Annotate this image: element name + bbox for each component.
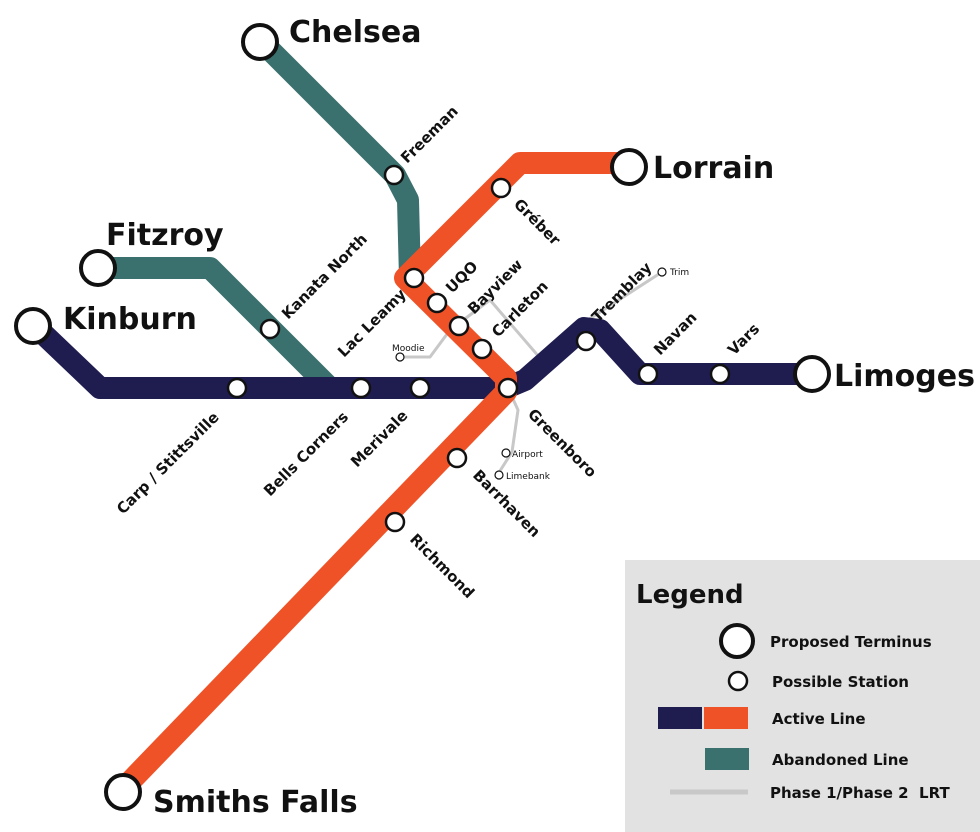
- terminus-fitzroy[interactable]: [79, 249, 117, 287]
- legend: Legend Proposed Terminus Possible Statio…: [625, 560, 980, 832]
- terminus-smiths-falls[interactable]: [104, 773, 142, 811]
- station-label-greber: Gréber: [510, 195, 564, 249]
- terminus-markers: [14, 23, 831, 811]
- abandoned-lines: [100, 34, 421, 396]
- station-carp-stittsville[interactable]: [226, 377, 248, 399]
- station-kanata-north[interactable]: [259, 318, 281, 340]
- station-barrhaven[interactable]: [446, 447, 468, 469]
- station-label-carp-stittsville: Carp / Stittsville: [113, 408, 223, 518]
- terminus-label-chelsea: Chelsea: [289, 15, 421, 50]
- station-label-uqo: UQO: [442, 257, 481, 296]
- terminus-kinburn[interactable]: [14, 307, 52, 345]
- lrt-station-moodie[interactable]: [395, 352, 405, 362]
- legend-label-proposed-terminus: Proposed Terminus: [770, 633, 932, 651]
- station-navan[interactable]: [637, 363, 659, 385]
- station-label-navan: Navan: [650, 308, 700, 358]
- terminus-label-lorrain: Lorrain: [653, 151, 774, 186]
- terminus-label-smiths-falls: Smiths Falls: [153, 785, 358, 820]
- station-vars[interactable]: [709, 363, 731, 385]
- legend-active-line-blue-swatch: [658, 707, 702, 729]
- legend-label-possible-station: Possible Station: [772, 673, 909, 691]
- lrt-label-trim: Trim: [669, 268, 689, 278]
- station-label-freeman: Freeman: [397, 102, 462, 167]
- station-label-merivale: Merivale: [347, 407, 411, 471]
- lrt-label-airport: Airport: [512, 450, 543, 460]
- station-carleton[interactable]: [471, 338, 493, 360]
- station-merivale[interactable]: [409, 377, 431, 399]
- station-tremblay[interactable]: [575, 330, 597, 352]
- terminus-limoges[interactable]: [793, 355, 831, 393]
- lrt-station-markers: [395, 267, 667, 480]
- legend-background: [625, 560, 980, 832]
- active-line-blue: [26, 317, 810, 399]
- legend-label-abandoned-line: Abandoned Line: [772, 751, 909, 769]
- station-greenboro[interactable]: [497, 377, 519, 399]
- legend-terminus-icon: [719, 623, 755, 659]
- lrt-station-limebank[interactable]: [494, 470, 504, 480]
- abandoned-line-fitzroy: [100, 257, 338, 396]
- station-label-bells-corners: Bells Corners: [260, 408, 352, 500]
- lrt-station-airport[interactable]: [501, 448, 511, 458]
- station-bells-corners[interactable]: [350, 377, 372, 399]
- station-lac-leamy[interactable]: [403, 267, 425, 289]
- terminus-label-limoges: Limoges: [834, 359, 975, 394]
- abandoned-line-chelsea: [254, 34, 421, 279]
- station-label-greenboro: Greenboro: [524, 405, 600, 481]
- legend-active-line-orange-swatch: [704, 707, 748, 729]
- legend-label-lrt: Phase 1/Phase 2 LRT: [770, 784, 950, 802]
- station-label-tremblay: Tremblay: [588, 258, 655, 325]
- lrt-station-trim[interactable]: [657, 267, 667, 277]
- station-label-vars: Vars: [724, 320, 763, 359]
- terminus-lorrain[interactable]: [610, 148, 648, 186]
- station-label-kanata-north: Kanata North: [278, 230, 371, 323]
- legend-abandoned-line-swatch: [705, 748, 749, 770]
- station-richmond[interactable]: [384, 511, 406, 533]
- station-uqo[interactable]: [426, 292, 448, 314]
- station-label-richmond: Richmond: [406, 530, 478, 602]
- station-greber[interactable]: [490, 177, 512, 199]
- terminus-chelsea[interactable]: [241, 23, 279, 61]
- lrt-label-moodie: Moodie: [392, 344, 425, 354]
- terminus-label-kinburn: Kinburn: [63, 302, 197, 337]
- lrt-label-limebank: Limebank: [506, 472, 551, 482]
- legend-station-icon: [727, 670, 749, 692]
- legend-title: Legend: [636, 580, 744, 610]
- station-freeman[interactable]: [383, 164, 405, 186]
- station-markers: [226, 164, 731, 533]
- station-bayview[interactable]: [448, 315, 470, 337]
- terminus-label-fitzroy: Fitzroy: [106, 218, 224, 253]
- legend-label-active-line: Active Line: [772, 710, 866, 728]
